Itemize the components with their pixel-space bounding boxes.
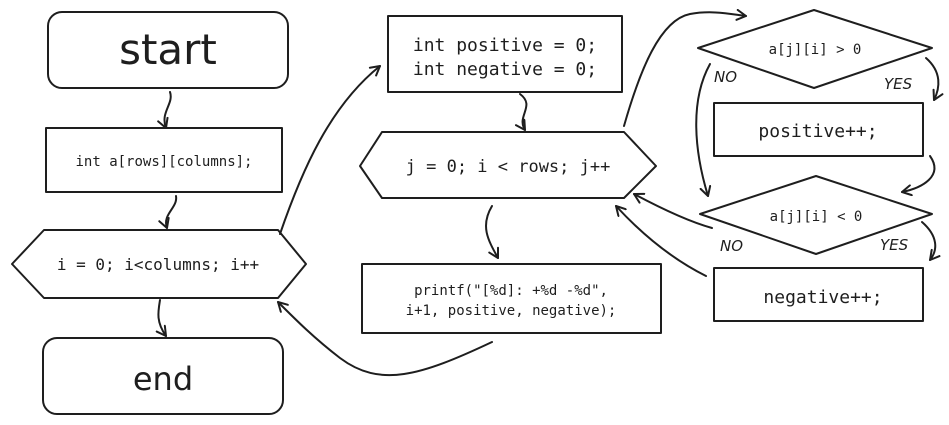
- arrow-cond-positive-yes: [925, 57, 944, 101]
- cond-positive-label: a[j][i] > 0: [769, 42, 862, 58]
- cond-negative-label: a[j][i] < 0: [770, 209, 863, 225]
- end-node: end: [42, 337, 284, 415]
- arrow-cond-negative-yes: [921, 221, 941, 261]
- init-positive-label: int positive = 0;: [413, 35, 597, 56]
- arrow-init-to-loop-j: [514, 93, 528, 131]
- arrow-loop-i-to-init: [279, 65, 381, 235]
- cond-positive-node: a[j][i] > 0: [697, 9, 933, 89]
- pos-yes-label: YES: [884, 75, 913, 93]
- start-node: start: [47, 11, 289, 89]
- declare-array-label: int a[rows][columns];: [75, 154, 252, 170]
- neg-yes-label: YES: [880, 236, 909, 254]
- init-negative-label: int negative = 0;: [413, 59, 597, 80]
- end-label: end: [133, 360, 193, 398]
- declare-array-node: int a[rows][columns];: [45, 127, 283, 193]
- arrow-loop-j-to-printf: [484, 205, 499, 259]
- arrow-loop-j-to-cond-positive: [623, 8, 747, 127]
- arrow-cond-positive-no: [695, 63, 712, 197]
- neg-no-label: NO: [720, 237, 743, 255]
- inc-negative-node: negative++;: [713, 267, 924, 322]
- cond-negative-node: a[j][i] < 0: [699, 175, 933, 255]
- inc-positive-label: positive++;: [758, 121, 877, 142]
- arrow-loop-i-to-end: [155, 299, 167, 337]
- printf-node: printf("[%d]: +%d -%d", i+1, positive, n…: [361, 263, 662, 334]
- arrow-declare-to-loop-i: [158, 195, 178, 229]
- pos-no-label: NO: [714, 68, 737, 86]
- init-counters-node: int positive = 0; int negative = 0;: [387, 15, 623, 93]
- loop-j-node: j = 0; i < rows; j++: [359, 131, 657, 199]
- arrow-inc-positive-to-cond-negative: [901, 155, 936, 197]
- loop-i-label: i = 0; i<columns; i++: [57, 255, 259, 274]
- arrow-cond-negative-no-to-loop-j: [633, 192, 713, 229]
- inc-positive-node: positive++;: [713, 102, 924, 157]
- inc-negative-label: negative++;: [763, 287, 882, 308]
- arrow-start-to-declare: [157, 91, 172, 129]
- printf-line1: printf("[%d]: +%d -%d",: [414, 283, 608, 299]
- printf-line2: i+1, positive, negative);: [406, 303, 617, 319]
- loop-i-node: i = 0; i<columns; i++: [11, 229, 307, 299]
- loop-j-label: j = 0; i < rows; j++: [406, 157, 611, 177]
- start-label: start: [119, 25, 217, 74]
- arrow-printf-to-loop-i: [277, 301, 493, 377]
- arrow-inc-negative-to-loop-j: [615, 205, 707, 277]
